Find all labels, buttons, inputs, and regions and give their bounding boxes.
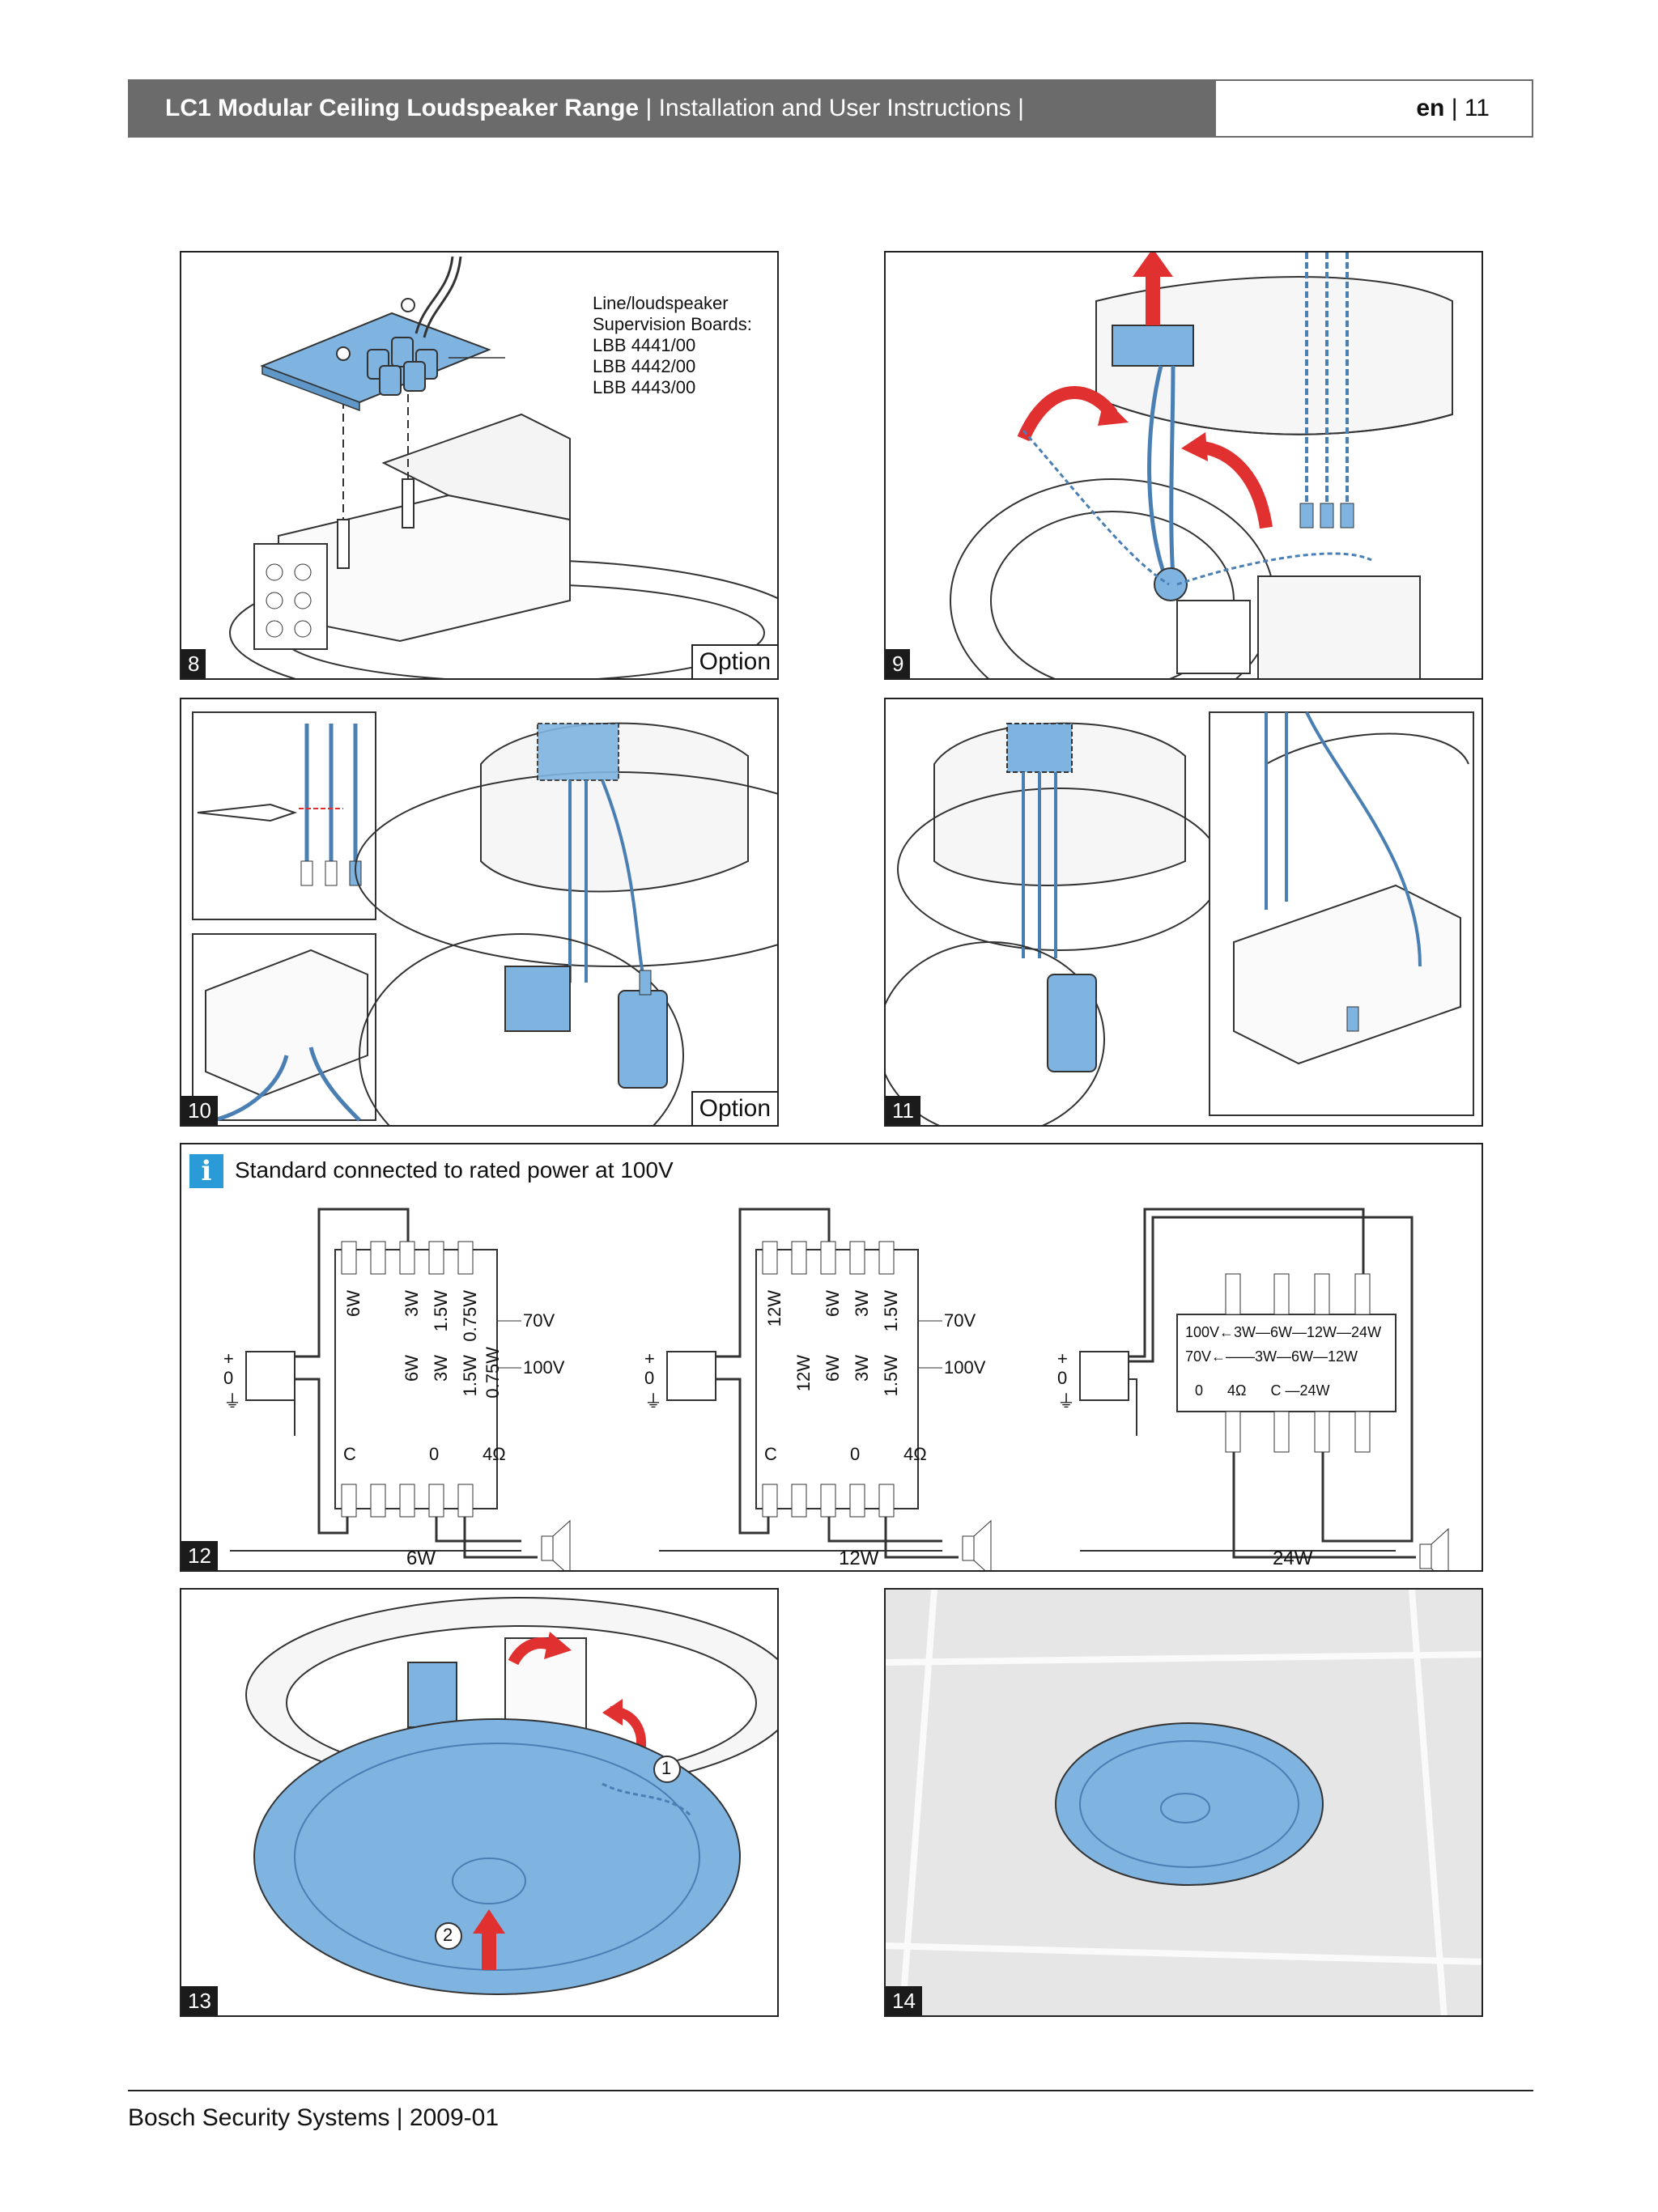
figure-number: 8 [181,649,206,678]
tap-label: 6W [823,1290,843,1317]
page-number: 11 [1464,95,1490,121]
figure-14-drawing [886,1590,1482,2015]
ohm-label: 4Ω [903,1444,927,1464]
tap-label: 3W [852,1355,872,1382]
figure-number: 9 [886,649,911,678]
tap-label: 1.5W [460,1355,480,1397]
figure-9-drawing [950,253,1453,678]
page-separator: | [1451,95,1458,121]
figure-14-installed: 14 [884,1588,1483,2017]
figure-number: 10 [181,1096,218,1125]
figure-number: 13 [181,1986,218,2015]
label-line: LBB 4443/00 [593,377,696,397]
label-line: LBB 4442/00 [593,356,696,376]
option-label: Option [691,1091,777,1125]
tap-label: 6W [823,1355,843,1382]
figure-12-tap-diagrams: i Standard connected to rated power at 1… [180,1143,1483,1572]
tap-label: 6W [402,1355,422,1382]
voltage-100v: 100V [944,1357,986,1378]
tap-label: 1.5W [881,1355,901,1397]
figure-8-supervision-board: Line/loudspeaker Supervision Boards: LBB… [180,251,779,680]
figure-number: 11 [886,1096,920,1125]
step-1-marker: 1 [661,1758,672,1778]
terminal-label: + [644,1348,655,1369]
tap-label: 6W [343,1290,363,1317]
tap-label: 0.75W [460,1290,480,1342]
step-2-marker: 2 [443,1925,453,1945]
voltage-70v: 70V [523,1310,555,1331]
footer-divider [128,2090,1533,2091]
tap-label: 1.5W [431,1290,451,1332]
figure-9-safety-cord: 9 [884,251,1483,680]
tap-row-100v: 100V←3W—6W—12W—24W [1185,1324,1382,1340]
diagram-power-label: 24W [1273,1548,1313,1569]
voltage-70v: 70V [944,1310,976,1331]
terminal-label: 0 [644,1368,655,1388]
figure-10-wiring: 10 Option [180,698,779,1127]
terminal-label: 0 [1057,1368,1068,1388]
figure-11-transformer-wiring: 11 [884,698,1483,1127]
ohm-label: 4Ω [483,1444,506,1464]
figure-13-drawing [245,1597,777,1995]
figure-13-mount-grille: 1 2 13 [180,1588,779,2017]
terminal-label: + [223,1348,234,1369]
language-code: en [1416,95,1445,121]
diagram-power-label: 6W [406,1548,436,1569]
figure-number: 14 [886,1986,922,2015]
diagram-6w [230,1208,571,1570]
diagram-24w [1079,1208,1449,1570]
figure-8-drawing [229,256,777,678]
tap-row-common: 0 4Ω C —24W [1195,1382,1330,1399]
label-line: Line/loudspeaker [593,293,729,313]
tap-label: 3W [852,1290,872,1317]
product-name: LC1 Modular Ceiling Loudspeaker Range [165,95,640,121]
diagram-power-label: 12W [839,1548,879,1569]
zero-label: 0 [850,1444,861,1464]
supervision-board-label: Line/loudspeaker Supervision Boards: LBB… [593,293,752,398]
terminal-label: ⏚ [223,1391,242,1412]
figure-10-drawing [192,711,777,1125]
common-label: C [764,1444,777,1464]
terminal-label: + [1057,1348,1068,1369]
tap-row-70v: 70V←——3W—6W—12W [1185,1348,1358,1365]
tap-label: 3W [431,1355,451,1382]
diagram-12w [659,1208,992,1570]
tap-label: 12W [764,1290,784,1327]
tap-label: 0.75W [483,1347,503,1399]
voltage-100v: 100V [523,1357,565,1378]
common-label: C [343,1444,356,1464]
tap-label: 1.5W [881,1290,901,1332]
info-title: Standard connected to rated power at 100… [235,1157,674,1182]
figure-12-drawing [230,1208,1449,1570]
header-separator: | [645,95,653,121]
terminal-label: 0 [223,1368,234,1388]
label-line: Supervision Boards: [593,314,752,334]
header-title-bar: LC1 Modular Ceiling Loudspeaker Range | … [128,79,1214,138]
header-page-box: en | 11 [1214,79,1533,138]
footer-text: Bosch Security Systems | 2009-01 [128,2104,499,2131]
info-icon: i [189,1154,223,1188]
option-label: Option [691,644,777,678]
zero-label: 0 [429,1444,440,1464]
tap-label: 12W [793,1355,814,1392]
figure-11-drawing [886,711,1474,1125]
section-name: Installation and User Instructions | [658,95,1024,121]
terminal-label: ⏚ [644,1391,663,1412]
tap-label: 3W [402,1290,422,1317]
terminal-label: ⏚ [1057,1391,1076,1412]
label-line: LBB 4441/00 [593,335,696,355]
figure-number: 12 [181,1541,218,1570]
page-header: LC1 Modular Ceiling Loudspeaker Range | … [128,79,1533,138]
